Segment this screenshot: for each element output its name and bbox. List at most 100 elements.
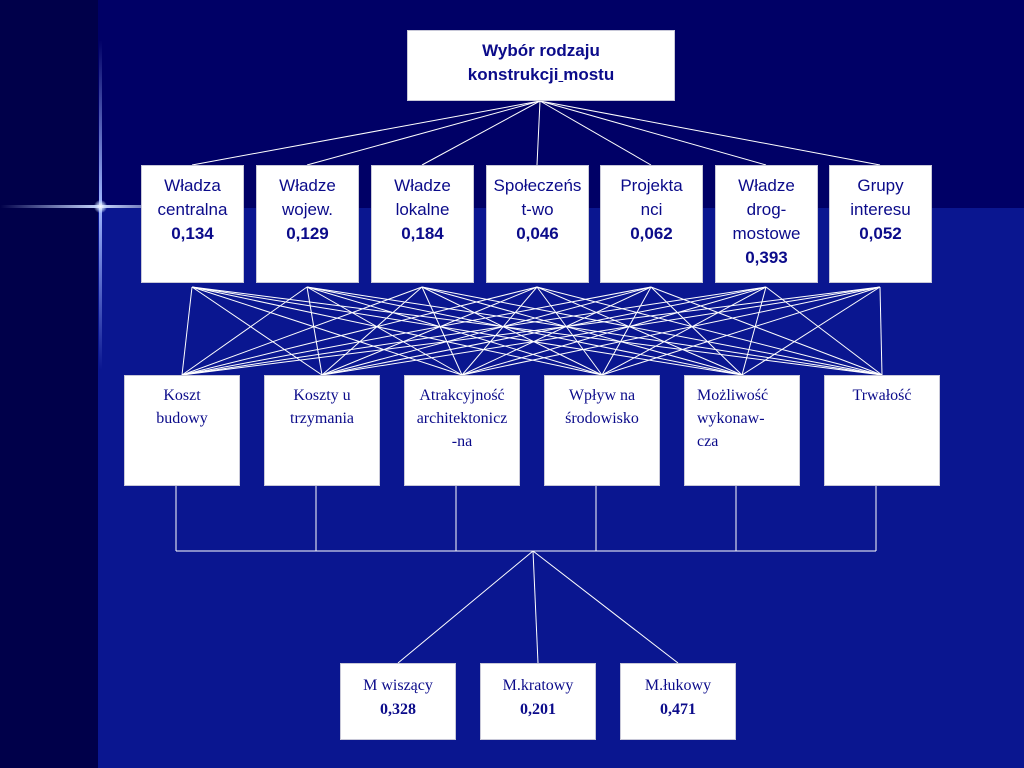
criterion-label: interesu [850,200,911,219]
criterion-subcriterion-link [601,286,881,376]
variant-box-3: M.łukowy 0,471 [620,663,736,740]
goal-criterion-link [539,100,881,166]
criterion-subcriterion-link [461,286,881,376]
subcriterion-label: Atrakcyjność [419,387,505,404]
bus-variant-link [397,550,534,664]
goal-criterion-link [421,100,541,166]
variant-score: 0,201 [520,701,556,718]
criterion-box-5: Projekta nci 0,062 [600,165,703,283]
criterion-subcriterion-link [741,286,881,376]
subcriterion-box-4: Wpływ na środowisko [544,375,660,486]
goal-box: Wybór rodzaju konstrukcji mostu [407,30,675,101]
goal-criterion-link [539,100,767,166]
criterion-subcriterion-link [321,286,767,376]
criterion-box-4: Społeczeńs t-wo 0,046 [486,165,589,283]
criterion-weight: 0,129 [286,224,329,243]
criterion-weight: 0,184 [401,224,444,243]
criterion-label: Władze [394,176,451,195]
criterion-box-2: Władze wojew. 0,129 [256,165,359,283]
goal-criterion-link [539,100,652,166]
goal-criterion-link [191,100,541,166]
criterion-label: t-wo [521,200,554,219]
criterion-subcriterion-link [306,286,743,376]
star-icon [94,200,107,213]
criterion-subcriterion-link [536,286,883,376]
variant-score: 0,328 [380,701,416,718]
subcriterion-label: Koszty u [293,387,351,404]
criterion-subcriterion-link [461,286,538,376]
goal-line-2c: mostu [563,65,615,84]
criterion-subcriterion-link [421,286,743,376]
criterion-subcriterion-link [461,286,652,376]
criterion-box-3: Władze lokalne 0,184 [371,165,474,283]
variant-label: M wiszący [363,677,433,694]
criterion-subcriterion-link [181,286,767,376]
criterion-subcriterion-link [181,286,652,376]
criterion-label: Projekta [620,176,683,195]
bus-variant-link [532,550,679,664]
criterion-box-6: Władze drog- mostowe 0,393 [715,165,818,283]
criterion-subcriterion-link [601,286,652,376]
subcriterion-label: Koszt [163,387,201,404]
criterion-label: wojew. [281,200,334,219]
subcriterion-box-2: Koszty u trzymania [264,375,380,486]
background-left-band [0,0,98,768]
variant-score: 0,471 [660,701,696,718]
variant-box-1: M wiszący 0,328 [340,663,456,740]
subcriterion-label: cza [697,433,719,450]
criterion-label: Grupy [857,176,904,195]
criterion-label: nci [640,200,663,219]
criterion-subcriterion-link [421,286,883,376]
criterion-label: centralna [157,200,228,219]
subcriterion-label: wykonaw- [697,410,765,427]
subcriterion-label: Trwałość [852,387,912,404]
criterion-subcriterion-link [321,286,881,376]
criterion-subcriterion-link [650,286,743,376]
criterion-subcriterion-link [536,286,603,376]
criterion-weight: 0,046 [516,224,559,243]
subcriterion-label: Wpływ na [568,387,636,404]
subcriterion-label: -na [451,433,473,450]
variant-label: M.kratowy [502,677,574,694]
goal-criterion-link [306,100,541,166]
criterion-label: mostowe [732,224,801,243]
criterion-label: Władza [164,176,221,195]
criterion-box-7: Grupy interesu 0,052 [829,165,932,283]
criterion-label: Społeczeńs [493,176,582,195]
criterion-box-1: Władza centralna 0,134 [141,165,244,283]
criterion-subcriterion-link [321,286,652,376]
goal-line-1: Wybór rodzaju [482,41,600,60]
goal-line-2a: konstrukcji [467,65,559,84]
bus-variant-link [532,550,539,664]
criterion-label: drog- [746,200,787,219]
criterion-subcriterion-link [765,286,883,376]
subcriterion-label: Możliwość [697,387,769,404]
subcriterion-label: środowisko [565,410,639,427]
criterion-subcriterion-link [181,286,193,376]
subcriterion-label: architektonicz [416,410,508,427]
criterion-subcriterion-link [191,286,883,376]
subcriterion-box-1: Koszt budowy [124,375,240,486]
criterion-subcriterion-link [306,286,883,376]
criterion-subcriterion-link [421,286,463,376]
criterion-subcriterion-link [191,286,743,376]
criterion-label: Władze [738,176,795,195]
criterion-subcriterion-link [181,286,881,376]
criterion-weight: 0,393 [745,248,788,267]
criterion-label: Władze [279,176,336,195]
criterion-label: lokalne [395,200,450,219]
criterion-subcriterion-link [306,286,603,376]
criterion-weight: 0,134 [171,224,214,243]
variant-box-2: M.kratowy 0,201 [480,663,596,740]
goal-criterion-link [536,100,541,166]
subcriterion-box-6: Trwałość [824,375,940,486]
criterion-subcriterion-link [321,286,423,376]
subcriterion-label: trzymania [290,410,354,427]
criterion-weight: 0,052 [859,224,902,243]
criterion-subcriterion-link [191,286,463,376]
subcriterion-box-3: Atrakcyjność architektonicz -na [404,375,520,486]
criterion-subcriterion-link [181,286,538,376]
criterion-subcriterion-link [321,286,538,376]
criterion-subcriterion-link [650,286,883,376]
